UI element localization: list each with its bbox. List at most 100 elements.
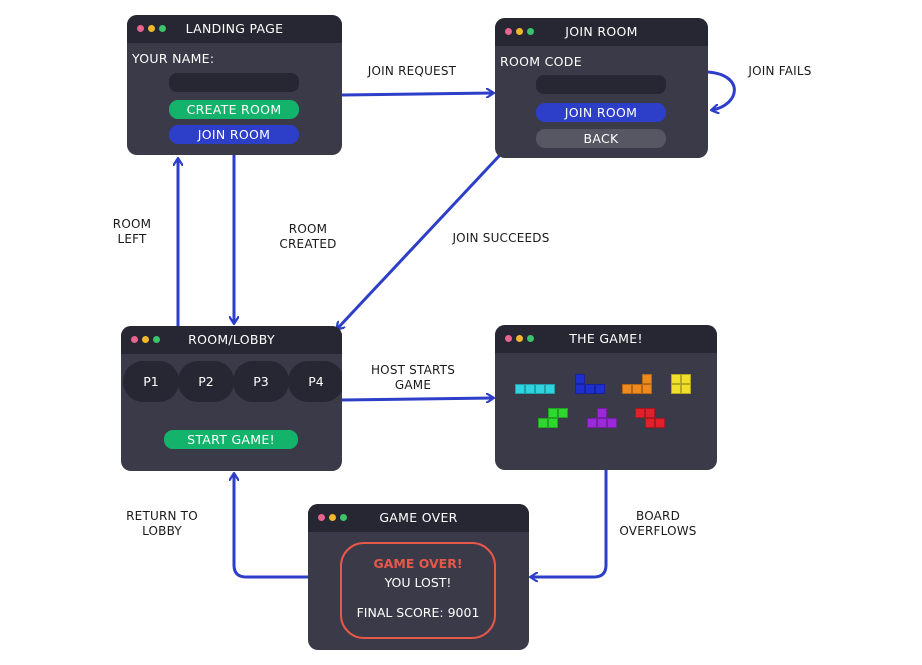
tetromino-block: [642, 384, 652, 394]
label-host-starts-game-line2: GAME: [394, 378, 432, 392]
landing-titlebar: LANDING PAGE: [127, 15, 342, 43]
label-host-starts-game: HOST STARTS GAME: [358, 363, 468, 393]
window-controls: [131, 336, 160, 343]
game-title: THE GAME!: [569, 331, 643, 346]
label-room-created: ROOM CREATED: [270, 222, 346, 252]
join-room-title: JOIN ROOM: [565, 24, 638, 39]
game-over-panel: GAME OVER! YOU LOST! FINAL SCORE: 9001: [340, 542, 496, 639]
tetromino-block: [575, 374, 585, 384]
label-board-overflows-line1: BOARD: [635, 509, 681, 523]
create-room-button[interactable]: CREATE ROOM: [169, 100, 299, 119]
tetromino-block: [558, 408, 568, 418]
label-room-left-line1: ROOM: [112, 217, 152, 231]
close-dot-icon: [505, 335, 512, 342]
maximize-dot-icon: [153, 336, 160, 343]
maximize-dot-icon: [159, 25, 166, 32]
close-dot-icon: [505, 28, 512, 35]
name-input[interactable]: [169, 73, 299, 92]
tetromino-block: [575, 384, 585, 394]
tetromino-block: [538, 418, 548, 428]
label-return-to-lobby-line2: LOBBY: [142, 524, 182, 538]
label-room-left-line2: LEFT: [117, 232, 147, 246]
arrow-board-overflows: [531, 470, 608, 577]
tetromino-block: [671, 384, 681, 394]
final-score: FINAL SCORE: 9001: [356, 605, 480, 620]
label-host-starts-game-line1: HOST STARTS: [370, 363, 456, 377]
tetromino-block: [642, 374, 652, 384]
tetromino-block: [635, 408, 645, 418]
label-room-created-line1: ROOM: [288, 222, 328, 236]
minimize-dot-icon: [329, 514, 336, 521]
tetromino-block: [515, 384, 525, 394]
result-text: YOU LOST!: [384, 575, 452, 590]
game-window: THE GAME!: [495, 325, 717, 470]
minimize-dot-icon: [516, 335, 523, 342]
label-board-overflows-line2: OVERFLOWS: [619, 524, 697, 538]
minimize-dot-icon: [148, 25, 155, 32]
back-button[interactable]: BACK: [536, 129, 666, 148]
label-join-fails: JOIN FAILS: [748, 64, 812, 78]
join-room-submit-button[interactable]: JOIN ROOM: [536, 103, 666, 122]
arrow-host-starts-game: [341, 398, 493, 400]
game-over-heading: GAME OVER!: [373, 556, 463, 571]
tetromino-block: [681, 374, 691, 384]
tetromino-block: [645, 408, 655, 418]
close-dot-icon: [318, 514, 325, 521]
join-room-button[interactable]: JOIN ROOM: [169, 125, 299, 144]
maximize-dot-icon: [527, 28, 534, 35]
room-code-input[interactable]: [536, 75, 666, 94]
window-controls: [318, 514, 347, 521]
game-titlebar: THE GAME!: [495, 325, 717, 353]
arrow-join-succeeds: [337, 153, 502, 329]
window-controls: [505, 335, 534, 342]
tetromino-block: [548, 408, 558, 418]
minimize-dot-icon: [516, 28, 523, 35]
tetromino-block: [587, 418, 597, 428]
landing-page-window: LANDING PAGE YOUR NAME: CREATE ROOM JOIN…: [127, 15, 342, 155]
tetromino-block: [525, 384, 535, 394]
window-controls: [137, 25, 166, 32]
join-room-titlebar: JOIN ROOM: [495, 18, 708, 46]
game-over-title: GAME OVER: [379, 510, 458, 525]
tetromino-block: [535, 384, 545, 394]
game-over-window: GAME OVER GAME OVER! YOU LOST! FINAL SCO…: [308, 504, 529, 650]
tetromino-block: [632, 384, 642, 394]
player-slot-3: P3: [233, 361, 289, 402]
tetromino-block: [595, 384, 605, 394]
lobby-window: ROOM/LOBBY P1 P2 P3 P4 START GAME!: [121, 326, 342, 471]
tetromino-block: [548, 418, 558, 428]
player-slot-4: P4: [288, 361, 342, 402]
start-game-button[interactable]: START GAME!: [164, 430, 298, 449]
tetromino-block: [597, 418, 607, 428]
tetromino-block: [645, 418, 655, 428]
player-slot-1: P1: [123, 361, 179, 402]
close-dot-icon: [137, 25, 144, 32]
minimize-dot-icon: [142, 336, 149, 343]
window-controls: [505, 28, 534, 35]
maximize-dot-icon: [527, 335, 534, 342]
tetromino-block: [607, 418, 617, 428]
join-room-window: JOIN ROOM ROOM CODE JOIN ROOM BACK: [495, 18, 708, 158]
arrow-join-fails: [707, 70, 736, 110]
label-join-succeeds: JOIN SUCCEEDS: [452, 231, 550, 245]
label-join-request: JOIN REQUEST: [367, 64, 457, 78]
tetromino-block: [585, 384, 595, 394]
label-board-overflows: BOARD OVERFLOWS: [612, 509, 704, 539]
arrow-join-request: [341, 93, 493, 95]
landing-title: LANDING PAGE: [185, 21, 284, 36]
game-over-titlebar: GAME OVER: [308, 504, 529, 532]
maximize-dot-icon: [340, 514, 347, 521]
label-room-created-line2: CREATED: [279, 237, 337, 251]
tetromino-block: [622, 384, 632, 394]
tetromino-block: [655, 418, 665, 428]
close-dot-icon: [131, 336, 138, 343]
tetromino-block: [681, 384, 691, 394]
player-slot-2: P2: [178, 361, 234, 402]
arrow-return-to-lobby: [234, 474, 308, 579]
name-label: YOUR NAME:: [132, 51, 215, 66]
tetromino-block: [671, 374, 681, 384]
tetromino-block: [597, 408, 607, 418]
label-return-to-lobby-line1: RETURN TO: [126, 509, 198, 523]
tetromino-block: [545, 384, 555, 394]
